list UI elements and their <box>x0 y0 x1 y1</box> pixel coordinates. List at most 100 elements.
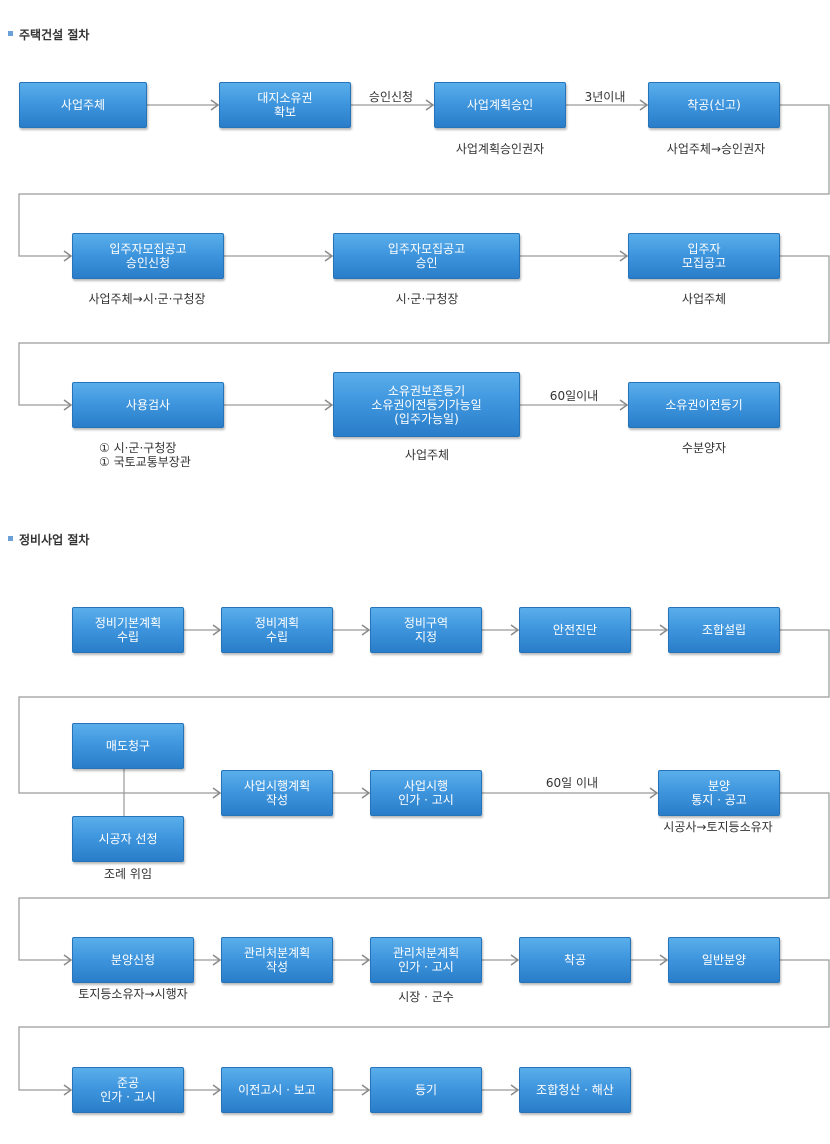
wrap-connector <box>18 255 830 406</box>
box-label-line: 작성 <box>265 793 289 807</box>
box-label-line: 수립 <box>265 630 289 644</box>
box-groundbreaking: 착공 <box>519 937 631 983</box>
box-label-line: 시공자 선정 <box>98 832 158 846</box>
note-entity-to-mayor: 사업주체→시·군·구청장 <box>88 292 206 306</box>
box-use-inspection: 사용검사 <box>72 382 224 428</box>
wrap-connector <box>18 629 830 794</box>
box-label-line: 사용검사 <box>125 398 171 412</box>
arrowhead-icon <box>212 1084 222 1096</box>
box-label-line: 등기 <box>414 1083 438 1097</box>
arrowhead-icon <box>361 787 371 799</box>
box-label-line: 통지 · 공고 <box>691 793 747 807</box>
box-label-line: 입주자 <box>687 242 721 256</box>
arrowhead-icon <box>619 399 629 411</box>
box-label-line: 사업계획승인 <box>466 98 534 112</box>
edge-label-within-60-days: 60일이내 <box>549 389 599 403</box>
arrowhead-icon <box>510 624 520 636</box>
note-inspector-mayor: ① 시·군·구청장 <box>99 441 177 455</box>
box-label-line: (입주가능일) <box>394 411 459 426</box>
box-label-line: 착공(신고) <box>687 98 741 112</box>
box-label-line: 관리처분계획 <box>243 946 311 960</box>
box-label-line: 정비기본계획 <box>94 616 162 630</box>
arrowhead-icon <box>361 624 371 636</box>
box-label-line: 소유권이전등기 <box>665 398 743 412</box>
arrowhead-icon <box>212 624 222 636</box>
box-sale-demand: 매도청구 <box>72 723 184 769</box>
box-label-line: 대지소유권 <box>257 91 313 105</box>
box-safety-diagnosis: 안전진단 <box>519 607 631 653</box>
note-contractor-to-owners: 시공사→토지등소유자 <box>663 820 773 834</box>
box-label-line: 안전진단 <box>552 623 598 637</box>
wrap-connector <box>18 959 830 1091</box>
box-label-line: 인가 · 고시 <box>398 793 454 807</box>
note-ordinance-delegation: 조례 위임 <box>104 867 152 881</box>
box-label-line: 확보 <box>273 105 297 119</box>
box-label-line: 수립 <box>116 630 140 644</box>
arrowhead-icon <box>659 954 669 966</box>
box-label-line: 이전고시 · 보고 <box>238 1083 316 1097</box>
note-mayor: 시·군·구청장 <box>395 292 459 306</box>
arrowhead-icon <box>639 99 649 111</box>
box-label-line: 정비구역 <box>403 616 449 630</box>
box-label-line: 승인 <box>415 256 438 270</box>
edge-label-approval-request: 승인신청 <box>368 90 414 104</box>
box-label-line: 모집공고 <box>681 256 727 270</box>
square-bullet-icon <box>8 536 13 541</box>
box-plan-approval: 사업계획승인 <box>434 82 566 128</box>
arrowhead-icon <box>212 787 222 799</box>
box-label-line: 인가 · 고시 <box>100 1090 156 1104</box>
note-buyer: 수분양자 <box>681 441 727 455</box>
note-owners-to-operator: 토지등소유자→시행자 <box>78 987 188 1001</box>
box-label-line: 소유권보존등기 <box>387 383 466 398</box>
arrowhead-icon <box>649 787 659 799</box>
box-label-line: 조합청산 · 해산 <box>536 1083 614 1097</box>
box-transfer-notice: 이전고시 · 보고 <box>221 1067 333 1113</box>
box-construction-start: 착공(신고) <box>648 82 780 128</box>
box-label-line: 관리처분계획 <box>392 946 460 960</box>
arrowhead-icon <box>361 1084 371 1096</box>
box-union-establishment: 조합설립 <box>668 607 780 653</box>
box-general-sale: 일반분양 <box>668 937 780 983</box>
box-union-dissolution: 조합청산 · 해산 <box>519 1067 631 1113</box>
box-contractor-selection: 시공자 선정 <box>72 816 184 862</box>
arrowhead-icon <box>63 250 73 262</box>
section-title-housing: 주택건설 절차 <box>8 26 89 43</box>
box-label-line: 조합설립 <box>701 623 747 637</box>
wrap-connector <box>18 104 830 257</box>
box-label-line: 입주자모집공고 <box>109 242 187 256</box>
box-label-line: 분양 <box>707 779 731 793</box>
note-entity-to-approver: 사업주체→승인권자 <box>666 142 766 156</box>
box-label-line: 사업시행 <box>403 779 449 793</box>
box-label-line: 착공 <box>563 953 587 967</box>
arrowhead-icon <box>425 99 435 111</box>
box-label-line: 매도청구 <box>105 739 151 753</box>
arrowhead-icon <box>324 250 334 262</box>
arrowhead-icon <box>63 954 73 966</box>
arrowhead-icon <box>510 1084 520 1096</box>
edge-label-within-60-days-redev: 60일 이내 <box>545 776 599 790</box>
box-label-line: 인가 · 고시 <box>398 960 454 974</box>
square-bullet-icon <box>8 31 13 36</box>
note-mayor-governor: 시장 · 군수 <box>398 990 454 1004</box>
note-business-entity: 사업주체 <box>681 292 727 306</box>
box-label-line: 정비계획 <box>254 616 300 630</box>
arrowhead-icon <box>659 624 669 636</box>
box-label-line: 소유권이전등기가능일 <box>371 397 482 412</box>
note-plan-approver: 사업계획승인권자 <box>455 142 545 156</box>
box-label-line: 사업시행계획 <box>243 779 311 793</box>
box-business-entity: 사업주체 <box>19 82 147 128</box>
arrowhead-icon <box>324 399 334 411</box>
box-label-line: 승인신청 <box>125 256 171 270</box>
